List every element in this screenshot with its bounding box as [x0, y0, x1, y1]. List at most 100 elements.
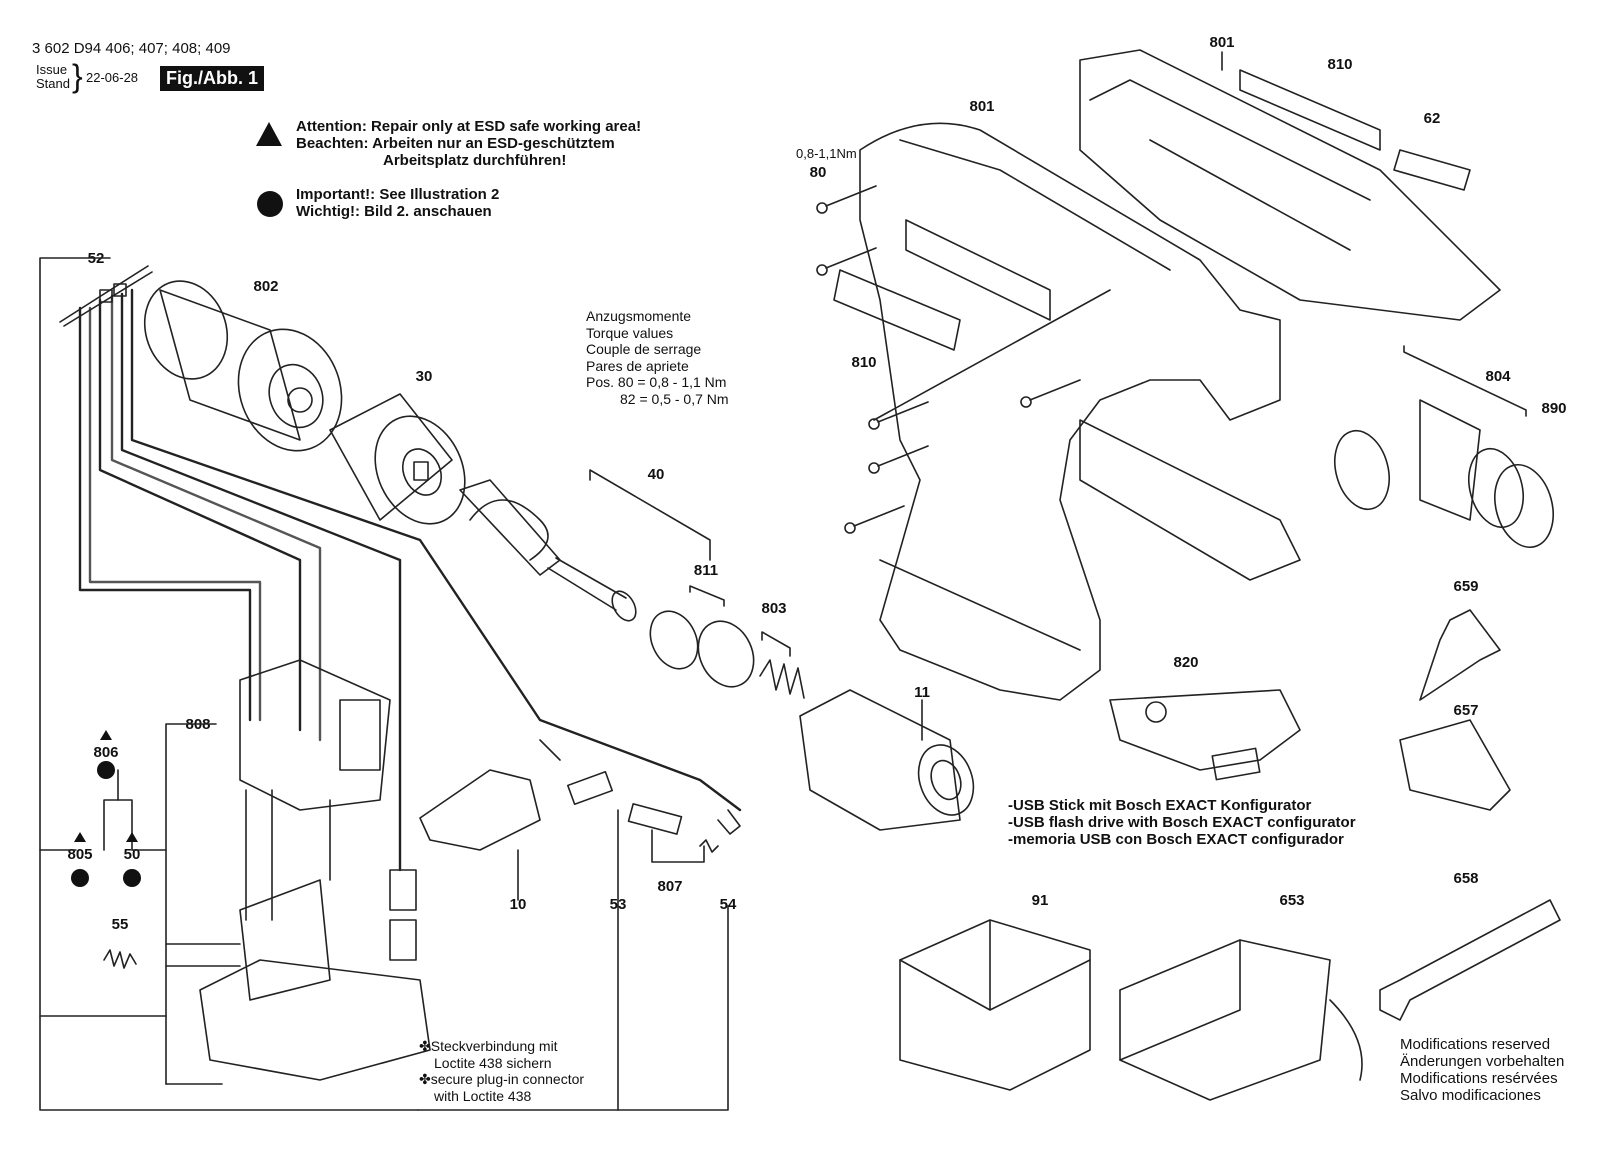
clover-icon: ✤: [419, 1071, 431, 1087]
torque-line-4: Pares de apriete: [586, 357, 689, 374]
part-label-810-top: 810: [1327, 56, 1353, 73]
issue-date: 22-06-28: [86, 70, 139, 85]
issue-brace: }: [72, 58, 83, 94]
collar-804: [1334, 345, 1527, 521]
part-label-890: 890: [1541, 400, 1567, 417]
usb-line-1: -USB Stick mit Bosch EXACT Konfigurator: [1008, 797, 1312, 814]
issue-label-en: Issue: [36, 62, 68, 77]
mods-line-4: Salvo modificaciones: [1400, 1087, 1541, 1104]
motor-802: [143, 280, 343, 452]
cover-62: [1393, 149, 1471, 191]
usb-line-3: -memoria USB con Bosch EXACT configurado…: [1008, 831, 1344, 848]
document-code: 3 602 D94 406; 407; 408; 409: [32, 40, 231, 57]
warning-triangle-icon: [256, 122, 282, 146]
part-label-801: 801: [969, 98, 995, 115]
part-label-657: 657: [1453, 702, 1479, 719]
wiring-harness-frame: [39, 257, 729, 1111]
label-810: [833, 269, 961, 351]
loctite-line-3: secure plug-in connector: [430, 1071, 585, 1087]
usb-stick-820: [1109, 689, 1301, 771]
tool-657: [1399, 719, 1511, 811]
warning-triangle-icon: [74, 832, 86, 842]
important-dot-icon: [257, 191, 283, 217]
important-line-2: Wichtig!: Bild 2. anschauen: [296, 203, 492, 220]
torque-table: Anzugsmomente Torque values Couple de se…: [586, 308, 729, 407]
modifications-note: Modifications reserved Änderungen vorbeh…: [1400, 1036, 1564, 1104]
part-label-810: 810: [851, 354, 877, 371]
part-label-91: 91: [1031, 892, 1049, 909]
chuck-11: [799, 689, 975, 831]
part-label-802: 802: [253, 278, 279, 295]
part-label-653: 653: [1279, 892, 1305, 909]
gearbox-30: [329, 393, 466, 525]
shaft-40: [459, 469, 711, 622]
torque-line-5: Pos. 80 = 0,8 - 1,1 Nm: [586, 374, 727, 390]
warning-triangle-icon: [126, 832, 138, 842]
loctite-line-1: Steckverbindung mit: [430, 1038, 558, 1054]
ring-811: [649, 585, 755, 688]
part-label-55: 55: [111, 916, 129, 933]
torque-line-6: 82 = 0,5 - 0,7 Nm: [620, 390, 729, 407]
switch-807: [627, 803, 719, 863]
issue-label-de: Stand: [36, 76, 70, 91]
connector-52: [59, 265, 153, 327]
ring-890: [1494, 463, 1554, 549]
screw-torque-label: 0,8-1,1Nm: [796, 146, 857, 161]
mods-line-1: Modifications reserved: [1400, 1036, 1551, 1053]
important-line-1: Important!: See Illustration 2: [296, 186, 500, 203]
torque-line-2: Torque values: [586, 324, 674, 341]
spring-803: [759, 631, 805, 699]
part-label-658: 658: [1453, 870, 1479, 887]
part-label-54: 54: [719, 896, 737, 913]
important-dot-icon: [71, 869, 89, 887]
part-label-801-top: 801: [1209, 34, 1235, 51]
issue-label: Issue Stand: [36, 63, 70, 91]
clover-icon: ✤: [419, 1038, 431, 1054]
trigger-10: [419, 769, 541, 901]
attention-line-1: Attention: Repair only at ESD safe worki…: [296, 118, 642, 135]
torque-line-3: Couple de serrage: [586, 341, 702, 357]
part-label-811: 811: [693, 562, 719, 579]
battery-91: [899, 919, 1091, 1091]
figure-badge: Fig./Abb. 1: [160, 66, 264, 91]
part-label-807: 807: [657, 878, 683, 895]
part-label-11: 11: [914, 684, 930, 701]
housing-801: [859, 122, 1301, 701]
attention-note: Attention: Repair only at ESD safe worki…: [296, 118, 641, 169]
part-label-62: 62: [1423, 110, 1441, 127]
part-label-803: 803: [761, 600, 787, 617]
part-label-804: 804: [1485, 368, 1511, 385]
attention-line-3: Arbeitsplatz durchführen!: [383, 152, 567, 169]
loctite-notes: ✤Steckverbindung mit Loctite 438 sichern…: [419, 1038, 584, 1104]
warning-triangle-icon: [100, 730, 112, 740]
loctite-line-4: with Loctite 438: [434, 1087, 532, 1104]
important-dot-icon: [123, 869, 141, 887]
important-dot-icon: [97, 761, 115, 779]
part-label-80: 80: [809, 164, 827, 181]
part-label-10: 10: [509, 896, 527, 913]
wrench-658: [1379, 899, 1561, 1021]
clip-659: [1419, 609, 1501, 701]
important-note: Important!: See Illustration 2 Wichtig!:…: [296, 186, 499, 220]
usb-line-2: -USB flash drive with Bosch EXACT config…: [1008, 814, 1356, 831]
charger-653: [1119, 939, 1331, 1101]
part-label-820: 820: [1173, 654, 1199, 671]
mods-line-2: Änderungen vorbehalten: [1400, 1053, 1565, 1070]
part-label-40: 40: [647, 466, 665, 483]
ring-890-inner: [1468, 447, 1524, 529]
label-810-top: [1239, 69, 1381, 151]
part-label-659: 659: [1453, 578, 1479, 595]
electronics-module-808: [199, 659, 431, 1081]
led-53: [539, 739, 741, 835]
usb-notes: -USB Stick mit Bosch EXACT Konfigurator …: [1008, 797, 1356, 848]
screws-80: [816, 185, 1111, 534]
part-label-806: 806: [93, 744, 119, 761]
torque-line-1: Anzugsmomente: [586, 308, 692, 324]
housing-801-top: [1079, 49, 1501, 321]
attention-line-2: Beachten: Arbeiten nur an ESD-geschützte…: [296, 135, 615, 152]
loctite-line-2: Loctite 438 sichern: [434, 1054, 552, 1071]
mods-line-3: Modifications resérvées: [1400, 1070, 1558, 1087]
part-label-30: 30: [415, 368, 433, 385]
cable-bundle: [78, 288, 742, 872]
